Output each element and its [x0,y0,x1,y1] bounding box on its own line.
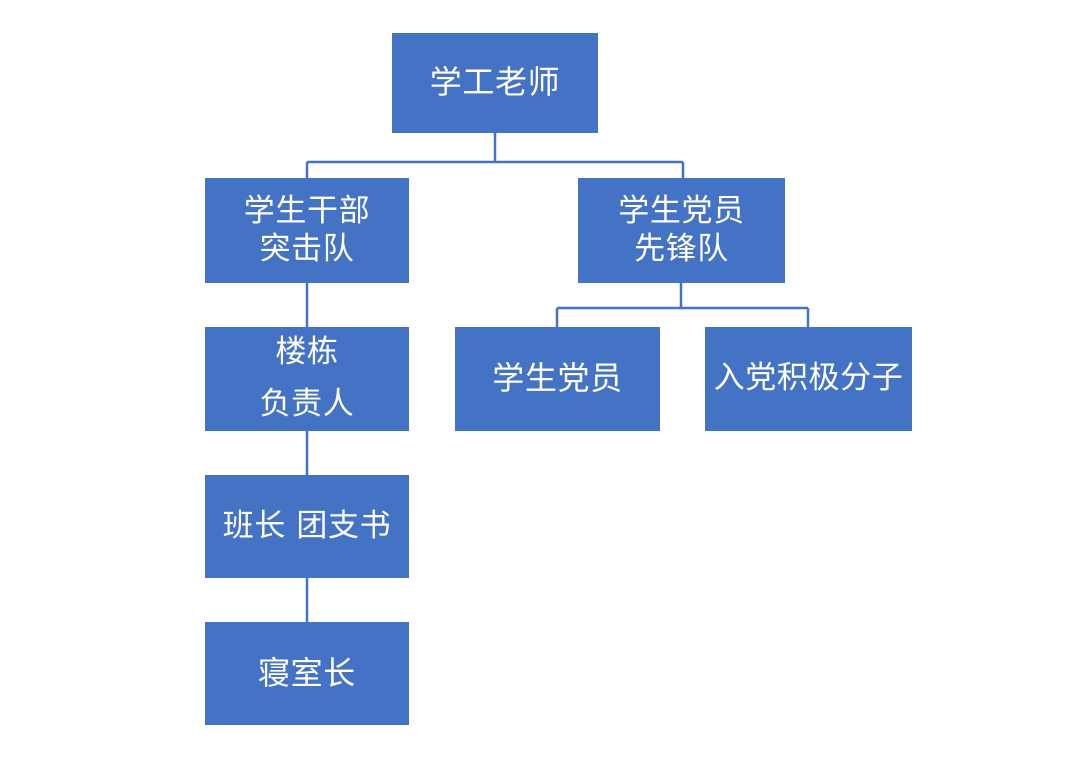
node-label-line-2: 负责人 [259,386,355,422]
node-label: 寝室长 [258,653,356,692]
node-label-line-2: 突击队 [259,230,355,267]
node-xuegong-laoshi[interactable]: 学工老师 [392,33,598,133]
node-label-line-1: 学生干部 [243,192,371,229]
node-label: 学生党员 [492,359,623,398]
node-banzhang-tuanzhishu[interactable]: 班长 团支书 [205,475,409,578]
node-label-line-2: 先锋队 [634,230,729,267]
node-label: 学工老师 [429,63,561,102]
node-loudong-fuzeren[interactable]: 楼栋 负责人 [205,327,409,431]
node-rudang-jiji-fenzi[interactable]: 入党积极分子 [705,327,912,431]
node-label-line-1: 楼栋 [275,334,339,371]
node-qinshizhang[interactable]: 寝室长 [205,622,409,725]
node-label-line-1: 学生党员 [618,192,745,229]
node-xuesheng-dangyuan-xianfengdui[interactable]: 学生党员 先锋队 [578,178,785,283]
node-xuesheng-dangyuan[interactable]: 学生党员 [455,327,660,431]
node-label: 班长 团支书 [222,507,392,544]
node-xuesheng-ganbu-tujidui[interactable]: 学生干部 突击队 [205,178,409,283]
node-label: 入党积极分子 [713,360,904,397]
